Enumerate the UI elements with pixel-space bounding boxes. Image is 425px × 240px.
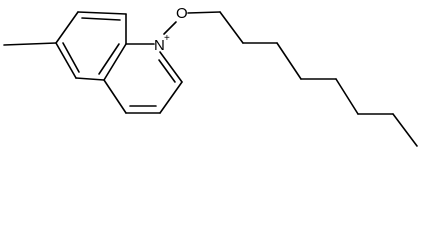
chain-bond-2 xyxy=(219,11,244,44)
bond-c2-c3 xyxy=(159,81,183,114)
bond-c8-c7 xyxy=(77,11,127,15)
oxygen-atom-label: O xyxy=(176,5,188,22)
bond-c6-c5 xyxy=(55,42,77,79)
pyridinium-ring xyxy=(103,43,183,114)
chain-bond-1 xyxy=(187,11,221,14)
quinolinium-structure-diagram: N + O xyxy=(3,5,418,147)
chemical-structure-canvas: N + O xyxy=(3,5,418,147)
benzene-ring xyxy=(55,11,127,81)
bond-c5-c4a xyxy=(75,77,105,81)
bond-c4a-c8a-inner xyxy=(98,43,120,75)
octyl-chain xyxy=(187,11,418,147)
bond-c4-c4a xyxy=(103,79,127,114)
bond-c6-c5-inner xyxy=(62,42,80,73)
bond-c4a-c8a xyxy=(103,43,127,81)
nitrogen-charge-label: + xyxy=(164,33,170,44)
bond-c7-c6 xyxy=(55,11,79,44)
bond-n1-c2-inner xyxy=(158,59,176,83)
chain-bond-4 xyxy=(276,42,302,80)
chain-bond-6 xyxy=(335,78,359,115)
nitrogen-atom-label: N xyxy=(154,37,165,54)
bond-n1-o xyxy=(163,21,177,35)
bond-n1-c2 xyxy=(159,51,183,83)
chain-bond-8 xyxy=(392,113,418,147)
bond-c8-c7-inner xyxy=(81,17,121,21)
methyl-bond xyxy=(3,42,57,46)
